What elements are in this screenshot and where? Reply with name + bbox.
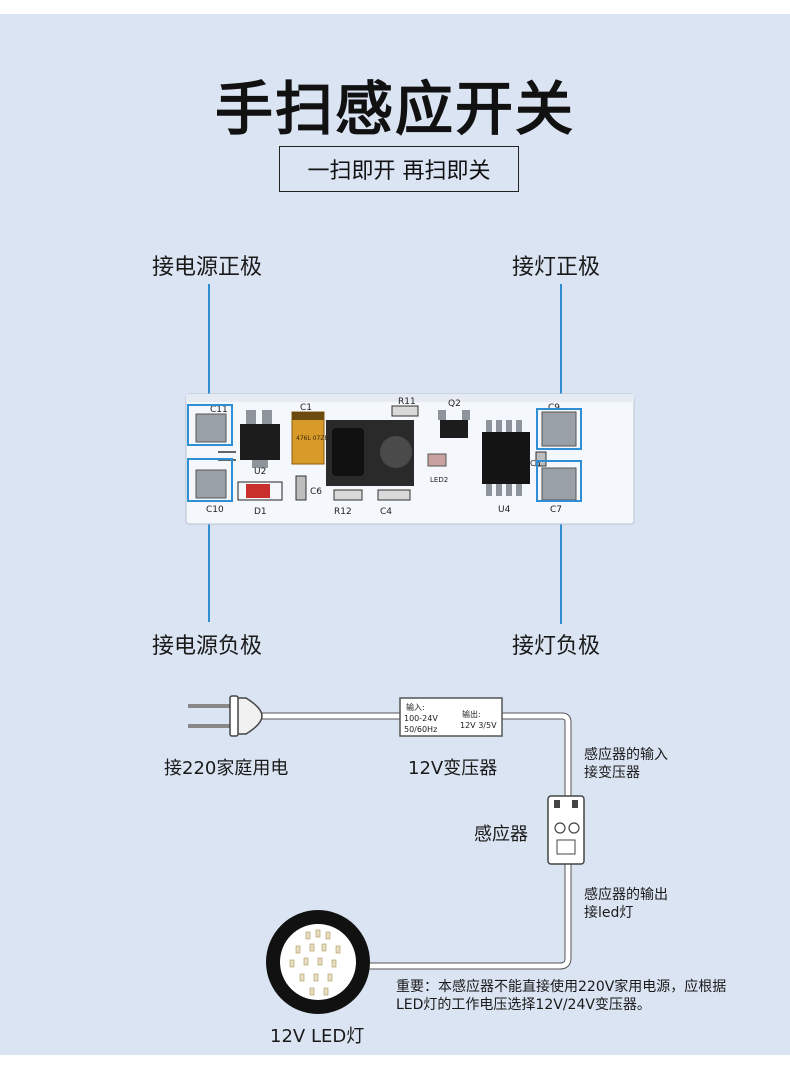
silk-c11: C11 bbox=[210, 405, 228, 415]
note-sensor-input-line1: 感应器的输入 bbox=[584, 747, 668, 763]
resistor-r11 bbox=[391, 405, 419, 417]
led-lamp bbox=[266, 910, 370, 1014]
silk-c4: C4 bbox=[380, 507, 392, 517]
silk-c5: C5 bbox=[530, 459, 541, 468]
cap-c5 bbox=[535, 451, 547, 467]
label-lamp-positive: 接灯正极 bbox=[512, 255, 601, 280]
transformer-input-title: 输入: bbox=[406, 702, 425, 712]
silk-u2: U2 bbox=[254, 467, 266, 477]
led2 bbox=[427, 453, 447, 467]
label-power-positive: 接电源正极 bbox=[152, 255, 263, 280]
q2-pin-1 bbox=[438, 410, 446, 420]
subtitle-text: 一扫即开 再扫即关 bbox=[307, 159, 491, 184]
label-lamp-negative: 接灯负极 bbox=[512, 634, 601, 659]
pad-power-negative bbox=[195, 469, 227, 499]
highlight-power-positive bbox=[187, 404, 233, 446]
subtitle-box: 一扫即开 再扫即关 bbox=[279, 146, 519, 192]
highlight-lamp-negative bbox=[536, 460, 582, 502]
leader-line-power-negative bbox=[208, 502, 210, 622]
silk-c6: C6 bbox=[310, 487, 322, 497]
tantalum-cap bbox=[291, 411, 325, 465]
label-plug: 接220家庭用电 bbox=[164, 758, 289, 779]
pad-power-positive bbox=[195, 413, 227, 443]
ic-u4 bbox=[482, 432, 530, 484]
silk-u4: U4 bbox=[498, 505, 511, 515]
regulator-tab-3 bbox=[252, 460, 268, 468]
warning-line1: 重要：本感应器不能直接使用220V家用电源，应根据 bbox=[396, 979, 727, 995]
resistor-r12 bbox=[333, 489, 363, 501]
label-led-lamp: 12V LED灯 bbox=[270, 1026, 365, 1047]
led-chips bbox=[289, 929, 341, 996]
top-band bbox=[0, 0, 790, 14]
silk-c1: C1 bbox=[300, 403, 312, 413]
transistor-q2 bbox=[440, 420, 468, 438]
transformer-output-spec: 12V 3/5V bbox=[460, 721, 497, 730]
regulator-tab-2 bbox=[262, 410, 272, 424]
regulator-tab-1 bbox=[246, 410, 256, 424]
highlight-lamp-positive bbox=[536, 408, 582, 450]
sensor-module bbox=[547, 795, 585, 865]
highlight-power-negative bbox=[187, 458, 233, 502]
transformer: 输入: 100-24V 50/60Hz 输出: 12V 3/5V bbox=[399, 697, 503, 737]
pad-lamp-positive bbox=[541, 411, 577, 447]
page-title: 手扫感应开关 bbox=[214, 75, 575, 143]
silk-c10: C10 bbox=[206, 505, 224, 515]
label-power-negative: 接电源负极 bbox=[152, 634, 263, 659]
leader-line-lamp-negative bbox=[560, 502, 562, 624]
diode-d1 bbox=[246, 484, 270, 498]
leader-line-power-positive bbox=[208, 284, 210, 404]
cable-sensor-lamp bbox=[366, 864, 571, 969]
power-plug bbox=[188, 695, 263, 737]
transformer-output-title: 输出: bbox=[462, 709, 481, 719]
pad-lamp-negative bbox=[541, 467, 577, 501]
cap-c4 bbox=[377, 489, 411, 501]
silk-cap-marking: 476L 07ZF bbox=[296, 435, 328, 442]
cable-transformer-sensor bbox=[500, 713, 571, 796]
silk-r12: R12 bbox=[334, 507, 352, 517]
silk-q2: Q2 bbox=[448, 399, 461, 409]
transformer-input-spec: 100-24V bbox=[404, 714, 438, 723]
silk-d1: D1 bbox=[254, 507, 267, 517]
ir-receiver bbox=[380, 436, 412, 468]
leader-line-lamp-positive bbox=[560, 284, 562, 408]
bottom-band bbox=[0, 1055, 790, 1075]
silk-c7: C7 bbox=[550, 505, 562, 515]
transformer-input-freq: 50/60Hz bbox=[404, 725, 437, 734]
regulator-u2 bbox=[240, 424, 280, 460]
label-sensor: 感应器 bbox=[474, 824, 528, 845]
ir-emitter bbox=[332, 428, 364, 476]
note-sensor-input-line2: 接变压器 bbox=[584, 765, 640, 781]
warning-line2: LED灯的工作电压选择12V/24V变压器。 bbox=[396, 997, 651, 1013]
diode-outline bbox=[237, 481, 283, 501]
silk-led2: LED2 bbox=[430, 476, 448, 484]
silk-r11: R11 bbox=[398, 397, 416, 407]
pcb-edge-top bbox=[186, 394, 634, 402]
note-sensor-output-line2: 接led灯 bbox=[584, 905, 634, 921]
ic-u4-pins bbox=[486, 420, 522, 496]
q2-pin-2 bbox=[462, 410, 470, 420]
cap-c6 bbox=[295, 475, 307, 501]
note-sensor-output-line1: 感应器的输出 bbox=[584, 887, 668, 903]
label-transformer: 12V变压器 bbox=[408, 758, 498, 779]
tantalum-band bbox=[292, 412, 324, 420]
